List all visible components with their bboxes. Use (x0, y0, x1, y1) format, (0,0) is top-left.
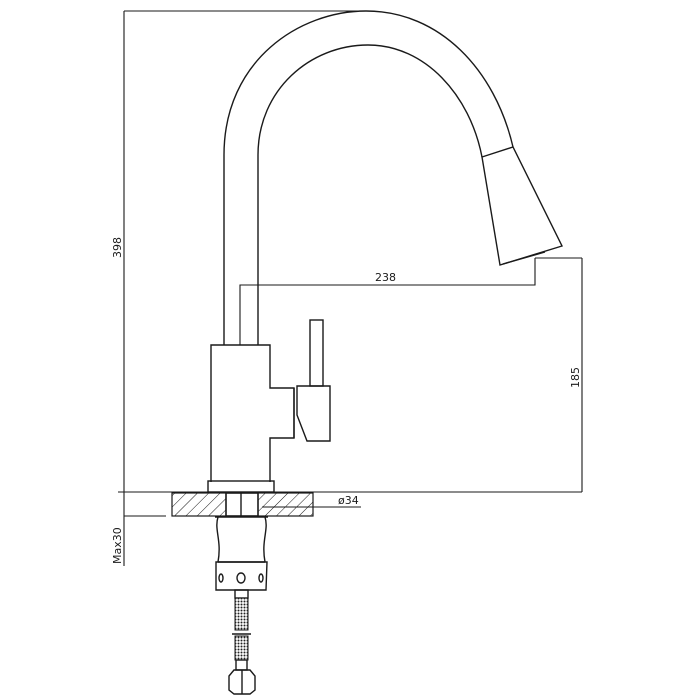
handle-lever (293, 319, 331, 442)
base-plate (207, 480, 275, 493)
dim-238-label: 238 (375, 271, 396, 284)
supply-hose (228, 589, 256, 695)
spray-head (481, 146, 563, 266)
hose-nut (228, 669, 256, 695)
dim-max30-label: Max30 (111, 527, 124, 564)
countertop-section (171, 492, 314, 517)
spout (223, 10, 514, 345)
faucet-body (207, 344, 295, 493)
dim-ø34-label: ø34 (338, 494, 359, 507)
dimension-hole-diameter: ø34 (262, 494, 361, 508)
dim-398-label: 398 (111, 237, 124, 258)
mounting-shank (215, 516, 268, 591)
dimension-counter-thickness: Max30 (111, 492, 166, 566)
dimension-spout-reach: 238 (239, 258, 536, 345)
dimension-spout-clearance: 185 (535, 257, 583, 492)
dim-185-label: 185 (569, 367, 582, 388)
dimension-overall-height: 398 (111, 10, 582, 493)
